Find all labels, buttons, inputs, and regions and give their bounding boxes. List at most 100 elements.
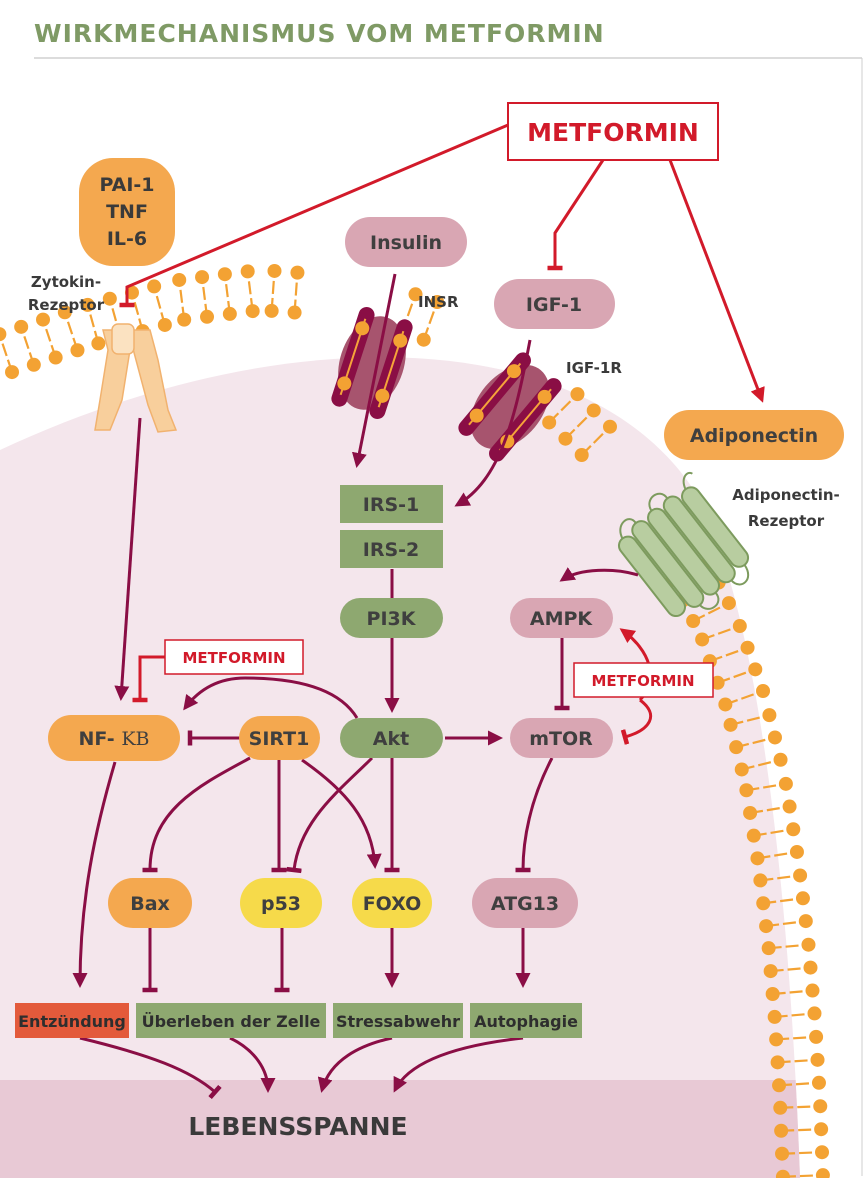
metformin-to-nfkb-inhibition (132, 655, 165, 703)
p53-node: p53 (240, 878, 322, 928)
lipid-head (267, 263, 282, 278)
nfkb-kappa: KB (121, 728, 149, 750)
stress-to-lifespan-arrow (317, 1036, 393, 1093)
irs1-label: IRS-1 (363, 494, 420, 516)
mtor-to-atg13-inhibition (515, 757, 554, 873)
pathway-connectors (72, 123, 765, 1100)
lipid-head (778, 776, 793, 791)
lipid-head (70, 343, 85, 358)
lipid-head (809, 1029, 824, 1044)
lipid-head (775, 1169, 790, 1178)
lipid-head (748, 662, 763, 677)
mtor-node: mTOR (510, 718, 613, 758)
adiponectin-receptor-to-ampk-arrow (559, 567, 639, 582)
atg13-label: ATG13 (491, 893, 559, 915)
lipid-head (177, 312, 192, 327)
cytokine-receptor-label-line2: Rezeptor (28, 296, 105, 314)
akt-node: Akt (340, 718, 443, 758)
lipid-head (756, 684, 771, 699)
cytokine-receptor-label-line1: Zytokin- (31, 273, 101, 291)
lipid-head (811, 1075, 826, 1090)
autophagy-to-lifespan-arrow (393, 1036, 524, 1093)
insulin-node: Insulin (345, 217, 467, 267)
lipid-head (746, 828, 761, 843)
metformin-to-cytokine-receptor-inhibition (119, 123, 509, 308)
diagram-title: WIRKMECHANISMUS VOM METFORMIN (34, 19, 605, 48)
lipid-head (222, 306, 237, 321)
cytokine-box: PAI-1 TNF IL-6 (79, 158, 175, 266)
lipid-head (767, 730, 782, 745)
irs1-node: IRS-1 (340, 485, 443, 523)
cytokine-receptor (94, 323, 178, 433)
survival-label: Überleben der Zelle (142, 1012, 321, 1031)
lipid-head (773, 1100, 788, 1115)
cytokine-pai1: PAI-1 (99, 174, 154, 196)
akt-to-nfkb-arrow (183, 676, 359, 719)
lipid-head (195, 270, 210, 285)
lipid-head (586, 403, 601, 418)
metformin-to-igf1-inhibition (547, 159, 605, 271)
lipid-head (765, 987, 780, 1002)
lipid-head (36, 312, 51, 327)
lipid-head (803, 960, 818, 975)
lipid-head (729, 740, 744, 755)
autophagy-label: Autophagie (474, 1012, 578, 1031)
insulin-to-irs-arrow (351, 273, 397, 468)
pi3k-node: PI3K (340, 598, 443, 638)
nfkb-label: NF- KB (79, 728, 150, 750)
lipid-head (14, 319, 29, 334)
foxo-node: FOXO (352, 878, 432, 928)
lipid-head (743, 805, 758, 820)
lipid-head (798, 914, 813, 929)
lipid-head (786, 822, 801, 837)
lipid-head (756, 896, 771, 911)
igf1r-label: IGF-1R (566, 359, 622, 377)
metformin-main-box: METFORMIN (507, 102, 719, 161)
lipid-head (789, 844, 804, 859)
lipid-head (157, 317, 172, 332)
akt-to-p53-inhibition (286, 756, 374, 874)
lipid-head (558, 431, 573, 446)
lipid-head (686, 613, 701, 628)
lifespan-label: LEBENSSPANNE (188, 1112, 407, 1141)
lipid-head (767, 1009, 782, 1024)
lipid-head (740, 640, 755, 655)
lipid-head (810, 1052, 825, 1067)
lipid-head (763, 964, 778, 979)
lipid-head (795, 891, 810, 906)
lipid-head (0, 327, 7, 342)
lipid-head (217, 267, 232, 282)
pi3k-label: PI3K (367, 608, 417, 630)
lipid-head (91, 336, 106, 351)
akt-label: Akt (373, 728, 409, 750)
lipid-head (245, 304, 260, 319)
metformin-nfkb-label: METFORMIN (182, 649, 285, 667)
lipid-head (290, 265, 305, 280)
mtor-label: mTOR (529, 728, 593, 750)
lipid-head (750, 851, 765, 866)
lipid-head (782, 799, 797, 814)
lipid-head (264, 303, 279, 318)
inflammation-to-lifespan-inhibition (79, 1036, 222, 1100)
sirt1-to-bax-inhibition (142, 756, 251, 873)
sirt1-node: SIRT1 (239, 716, 320, 760)
p53-label: p53 (261, 893, 301, 915)
lipid-head (5, 365, 20, 380)
lipid-head (759, 919, 774, 934)
lipid-head (761, 941, 776, 956)
adiponectin-node: Adiponectin (664, 410, 844, 460)
metformin-main-label: METFORMIN (527, 118, 699, 147)
lipid-head (695, 632, 710, 647)
lipid-head (721, 596, 736, 611)
lipid-head (200, 309, 215, 324)
lipid-head (814, 1122, 829, 1137)
lipid-head (813, 1099, 828, 1114)
metformin-mtor-label: METFORMIN (591, 672, 694, 690)
lipid-head (774, 1123, 789, 1138)
inflammation-box: Entzündung (15, 1003, 129, 1038)
stress-label: Stressabwehr (336, 1012, 460, 1031)
adiponectin-label: Adiponectin (690, 425, 818, 447)
lipid-head (172, 272, 187, 287)
nfkb-to-inflammation-arrow (72, 761, 117, 988)
